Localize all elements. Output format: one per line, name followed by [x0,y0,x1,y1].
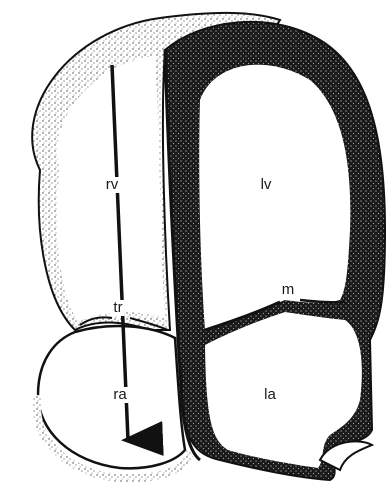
label-left-atrium: la [262,387,278,403]
label-right-atrium: ra [111,387,128,403]
label-tricuspid-valve: tr [111,300,124,316]
label-left-ventricle: lv [259,177,274,193]
left-ventricle-cavity [199,65,350,330]
label-mitral-valve: m [280,282,297,298]
label-right-ventricle: rv [104,177,121,193]
